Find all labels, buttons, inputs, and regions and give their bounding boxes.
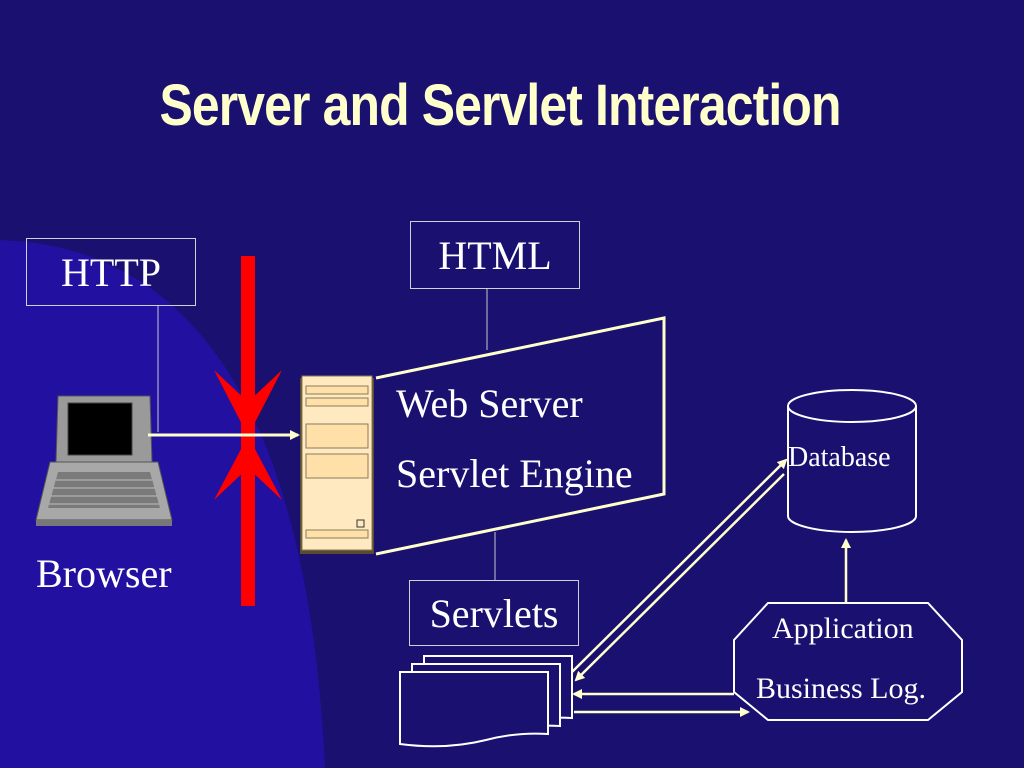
- database-cylinder-icon: [787, 389, 917, 533]
- laptop-icon: [35, 395, 173, 526]
- http-label-box: HTTP: [26, 238, 196, 306]
- page-title: Server and Servlet Interaction: [159, 73, 841, 138]
- web-server-label: Web Server: [396, 381, 583, 426]
- servlet-engine-label: Servlet Engine: [396, 451, 633, 496]
- application-label: Application: [772, 612, 914, 645]
- browser-label: Browser: [36, 551, 172, 596]
- html-label-box: HTML: [410, 221, 580, 289]
- http-label: HTTP: [61, 249, 161, 295]
- database-to-servlet-arrow: [574, 473, 785, 682]
- servlets-label-box: Servlets: [409, 580, 579, 646]
- application-octagon: [733, 602, 963, 721]
- business-logic-label: Business Log.: [756, 672, 927, 705]
- database-label: Database: [788, 442, 891, 473]
- servlets-label: Servlets: [429, 590, 559, 636]
- servlet-to-database-arrow: [571, 458, 788, 673]
- web-server-beam: [375, 316, 666, 556]
- server-tower-icon: [300, 375, 374, 554]
- firewall-icon: [214, 256, 282, 606]
- servlet-documents-icon: [399, 655, 573, 748]
- html-label: HTML: [438, 232, 552, 278]
